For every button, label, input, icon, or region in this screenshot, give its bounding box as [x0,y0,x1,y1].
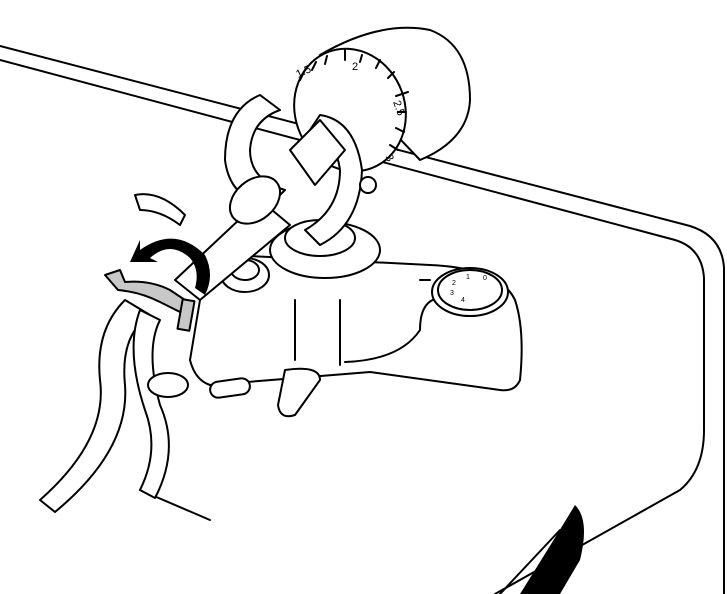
rotate-arrow-icon [130,238,210,295]
dial-label: 2 [452,280,456,287]
dial-label: 4 [461,297,465,304]
scale-label: 3 [382,153,395,164]
dial-label: 1 [466,274,470,281]
scale-label: 2.5 [390,99,407,117]
dial-label: 0 [483,275,487,282]
scale-label: 1.5 [294,63,313,80]
plinth-foot [520,505,584,594]
scale-label: 2 [352,61,358,73]
anti-skate-dial[interactable]: 0 1 2 3 4 [431,267,509,317]
cable-clip[interactable] [104,269,196,332]
counterweight[interactable]: 1.5 2 2.5 3 [277,26,471,187]
lift-lever[interactable] [134,193,186,226]
plinth [0,45,725,594]
dial-label: 3 [450,290,454,297]
tonearm-cable [39,299,170,513]
